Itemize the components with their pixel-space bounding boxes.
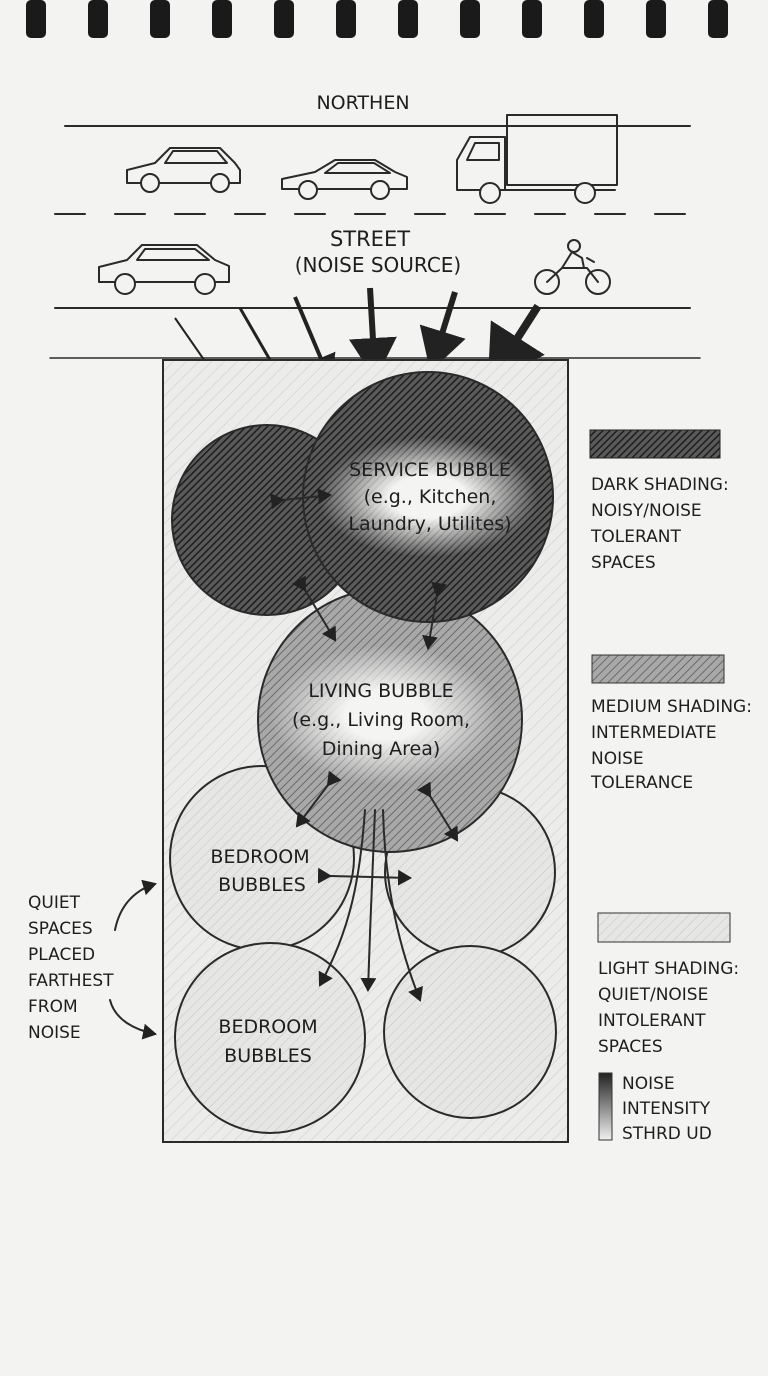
street-label: STREET [330,227,410,251]
service-bubble-line: (e.g., Kitchen, [364,486,497,508]
legend-text: NOISE [622,1074,675,1094]
legend-text: NOISY/NOISE [591,501,702,521]
binding-ring [274,0,294,38]
annotation-line: FROM [28,997,78,1017]
arrow [382,809,423,1002]
double-arrow [317,867,412,886]
arrow [318,809,366,987]
truck-icon [456,114,618,204]
legend-text: QUIET/NOISE [598,985,708,1005]
legend-text: TOLERANT [590,527,681,547]
bedroom-bubble-label: BEDROOM [218,1016,317,1038]
legend-text: SPACES [591,553,656,573]
living-bubble-line: (e.g., Living Room, [292,709,470,731]
annotation-arrow [109,999,157,1040]
binding-ring [460,0,480,38]
living-bubble-title: LIVING BUBBLE [308,680,453,702]
binding-ring [398,0,418,38]
legend-text: STHRD UD [622,1124,712,1144]
bedroom-bubble [383,945,557,1119]
service-bubble-title: SERVICE BUBBLE [349,459,511,481]
legend-swatch-dark [589,429,721,459]
legend-text: INTERMEDIATE [591,723,717,743]
annotation-line: FARTHEST [28,971,114,991]
bedroom-bubble-label: BEDROOM [210,846,309,868]
quiet-spaces-annotation: QUIET SPACES PLACED FARTHEST FROM NOISE [28,893,114,1043]
relationship-arrows [109,488,459,1040]
bubbles [169,371,557,1134]
annotation-line: PLACED [28,945,95,965]
car-icon [98,244,230,295]
arrow [360,809,377,992]
binding-ring [336,0,356,38]
legend-text: NOISE [591,749,644,769]
legend-swatch-medium [591,654,725,684]
binding-ring [708,0,728,38]
double-arrow [270,488,332,510]
street: NORTHEN STREET (NOISE SOURCE) [49,92,701,359]
bedroom-bubble-label: BUBBLES [218,874,306,896]
noise-source-label: (NOISE SOURCE) [295,253,461,277]
annotation-line: QUIET [28,893,81,913]
legend-text: INTENSITY [622,1099,711,1119]
bedroom-bubble-label: BUBBLES [224,1045,312,1067]
double-arrow [422,581,447,650]
car-icon [126,147,241,193]
binding-ring [646,0,666,38]
double-arrow [291,575,337,642]
binding-ring [522,0,542,38]
annotation-line: NOISE [28,1023,81,1043]
legend-text: LIGHT SHADING: [598,959,739,979]
spiral-binding [26,0,728,38]
motorcycle-icon [534,239,611,295]
annotation-line: SPACES [28,919,93,939]
legend-swatch-light [597,912,731,943]
legend-text: TOLERANCE [590,773,693,793]
binding-ring [584,0,604,38]
living-label-highlight [270,645,500,785]
legend: DARK SHADING: NOISY/NOISE TOLERANT SPACE… [589,429,752,1144]
north-label: NORTHEN [316,92,409,114]
living-bubble-line: Dining Area) [322,738,441,760]
binding-ring [26,0,46,38]
legend-gradient-bar [598,1072,613,1141]
legend-text: MEDIUM SHADING: [591,697,752,717]
legend-text: INTOLERANT [598,1011,706,1031]
bedroom-bubble [174,942,366,1134]
double-arrow [295,770,342,828]
service-label-highlight [318,437,538,557]
bubble-labels: SERVICE BUBBLE (e.g., Kitchen, Laundry, … [210,459,511,1067]
legend-text: DARK SHADING: [591,475,729,495]
legend-text: SPACES [598,1037,663,1057]
car-icon [281,159,408,200]
service-bubble-line: Laundry, Utilites) [348,513,511,535]
noise-arrow [419,291,466,372]
binding-ring [150,0,170,38]
binding-ring [88,0,108,38]
binding-ring [212,0,232,38]
double-arrow [416,781,459,842]
annotation-arrow [114,879,157,931]
